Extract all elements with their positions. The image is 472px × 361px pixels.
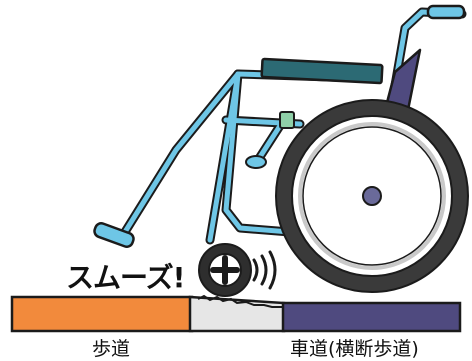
caster-wheel-icon (198, 243, 252, 297)
wheelchair-illustration (93, 4, 469, 297)
brake-lever (279, 111, 295, 129)
sidewalk-block (10, 295, 194, 333)
sidewalk-label: 歩道 (92, 338, 131, 360)
ground (10, 294, 462, 333)
ramp-edge-bumps (197, 294, 291, 310)
brake-pad (245, 155, 267, 169)
roadway-block (281, 301, 462, 333)
motion-lines-icon (252, 250, 277, 290)
rear-wheel (275, 99, 469, 293)
smooth-caption: スムーズ! (66, 261, 185, 294)
wheel-hub (362, 186, 382, 206)
roadway-label: 車道(横断歩道) (290, 338, 419, 360)
seat-cushion (260, 57, 384, 85)
footrest (93, 222, 135, 248)
push-handle (426, 4, 466, 20)
